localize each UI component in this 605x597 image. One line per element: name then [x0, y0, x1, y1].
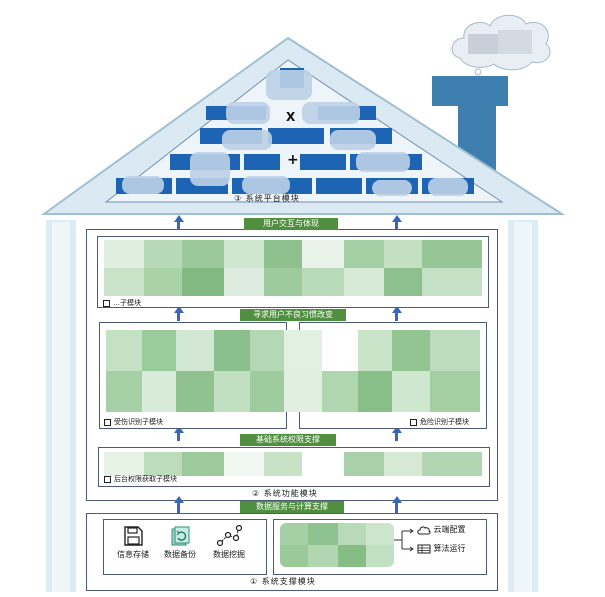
top-submodule-text: …子模块	[113, 299, 141, 307]
table-icon	[417, 544, 431, 553]
smoke-cloud	[451, 14, 551, 76]
algorithm-item: 算法运行	[417, 543, 466, 554]
checkbox-icon	[410, 418, 417, 426]
roof-plus-symbol: +	[287, 152, 299, 168]
cloud-icon	[417, 525, 431, 534]
support-item-storage: 信息存储	[110, 525, 156, 560]
roof-x-symbol: X	[286, 110, 296, 124]
pixelated-content	[104, 452, 482, 476]
interaction-bar: 用户交互与体现	[244, 218, 338, 230]
data-service-bar: 数据服务与计算支撑	[240, 501, 344, 513]
save-icon	[124, 526, 143, 546]
danger-label: 危险识别子模块	[410, 417, 469, 427]
right-wall-inner	[514, 222, 532, 592]
backend-label: 后台权限获取子模块	[104, 474, 177, 484]
habit-bar: 寻求用户不良习惯改变	[240, 309, 346, 321]
backend-label-text: 后台权限获取子模块	[114, 475, 177, 483]
connector-lines	[394, 528, 414, 552]
arrow-up	[174, 306, 184, 313]
danger-label-text: 危险识别子模块	[420, 418, 469, 426]
arrow-up	[174, 496, 184, 503]
cloud-config-item: 云端配置	[417, 524, 466, 535]
support-item-mining: 数据挖掘	[204, 524, 254, 560]
top-submodule-label: …子模块	[103, 298, 141, 308]
support-item-backup: 数据备份	[156, 525, 204, 560]
support-module-title: ① 系统支撑模块	[250, 577, 316, 586]
arrow-up	[174, 215, 184, 222]
function-module-title: ② 系统功能模块	[252, 489, 318, 498]
injury-label-text: 受伤识别子模块	[114, 418, 163, 426]
left-wall-inner	[52, 222, 70, 592]
permission-bar: 基础系统权限支撑	[240, 434, 336, 446]
checkbox-icon	[103, 299, 110, 307]
pixelated-content	[280, 523, 394, 567]
algorithm-label: 算法运行	[433, 544, 466, 553]
arrow-up	[174, 426, 184, 433]
platform-module-title: ③ 系统平台模块	[234, 194, 300, 203]
arrow-up	[392, 215, 402, 222]
checkbox-icon	[104, 418, 111, 426]
network-icon	[216, 524, 243, 547]
refresh-icon	[171, 526, 190, 546]
backup-label: 数据备份	[164, 550, 196, 559]
cloud-config-label: 云端配置	[433, 525, 466, 534]
checkbox-icon	[104, 475, 111, 483]
pixelated-content	[104, 240, 482, 296]
storage-label: 信息存储	[117, 550, 149, 559]
mining-label: 数据挖掘	[213, 550, 245, 559]
arrow-up	[392, 306, 402, 313]
pixelated-content	[106, 330, 480, 412]
arrow-up	[392, 426, 402, 433]
arrow-up	[392, 496, 402, 503]
injury-label: 受伤识别子模块	[104, 417, 163, 427]
chimney	[432, 76, 508, 106]
